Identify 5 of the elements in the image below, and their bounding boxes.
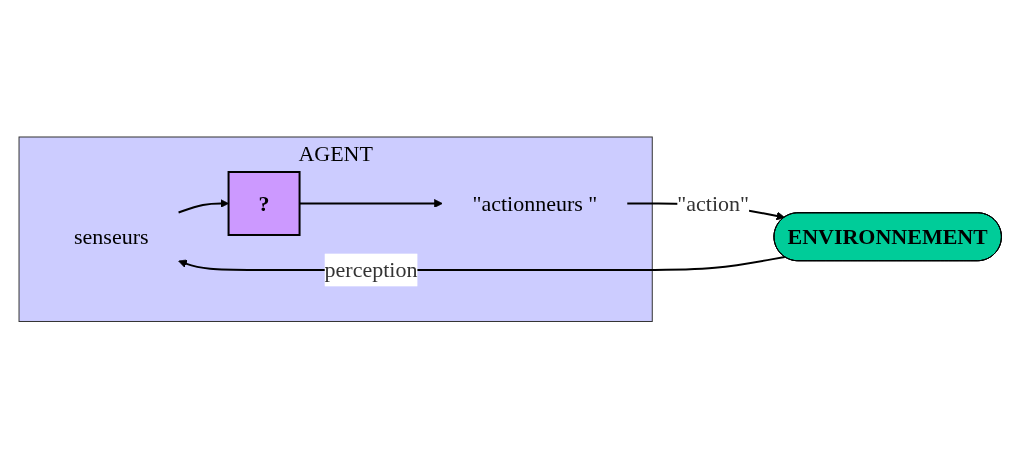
edge-label: perception — [324, 257, 418, 283]
node-text: senseurs — [74, 224, 149, 250]
node-box: ? — [227, 171, 301, 237]
edge-label: "action" — [677, 191, 750, 217]
node-text: "actionneurs " — [472, 191, 598, 217]
